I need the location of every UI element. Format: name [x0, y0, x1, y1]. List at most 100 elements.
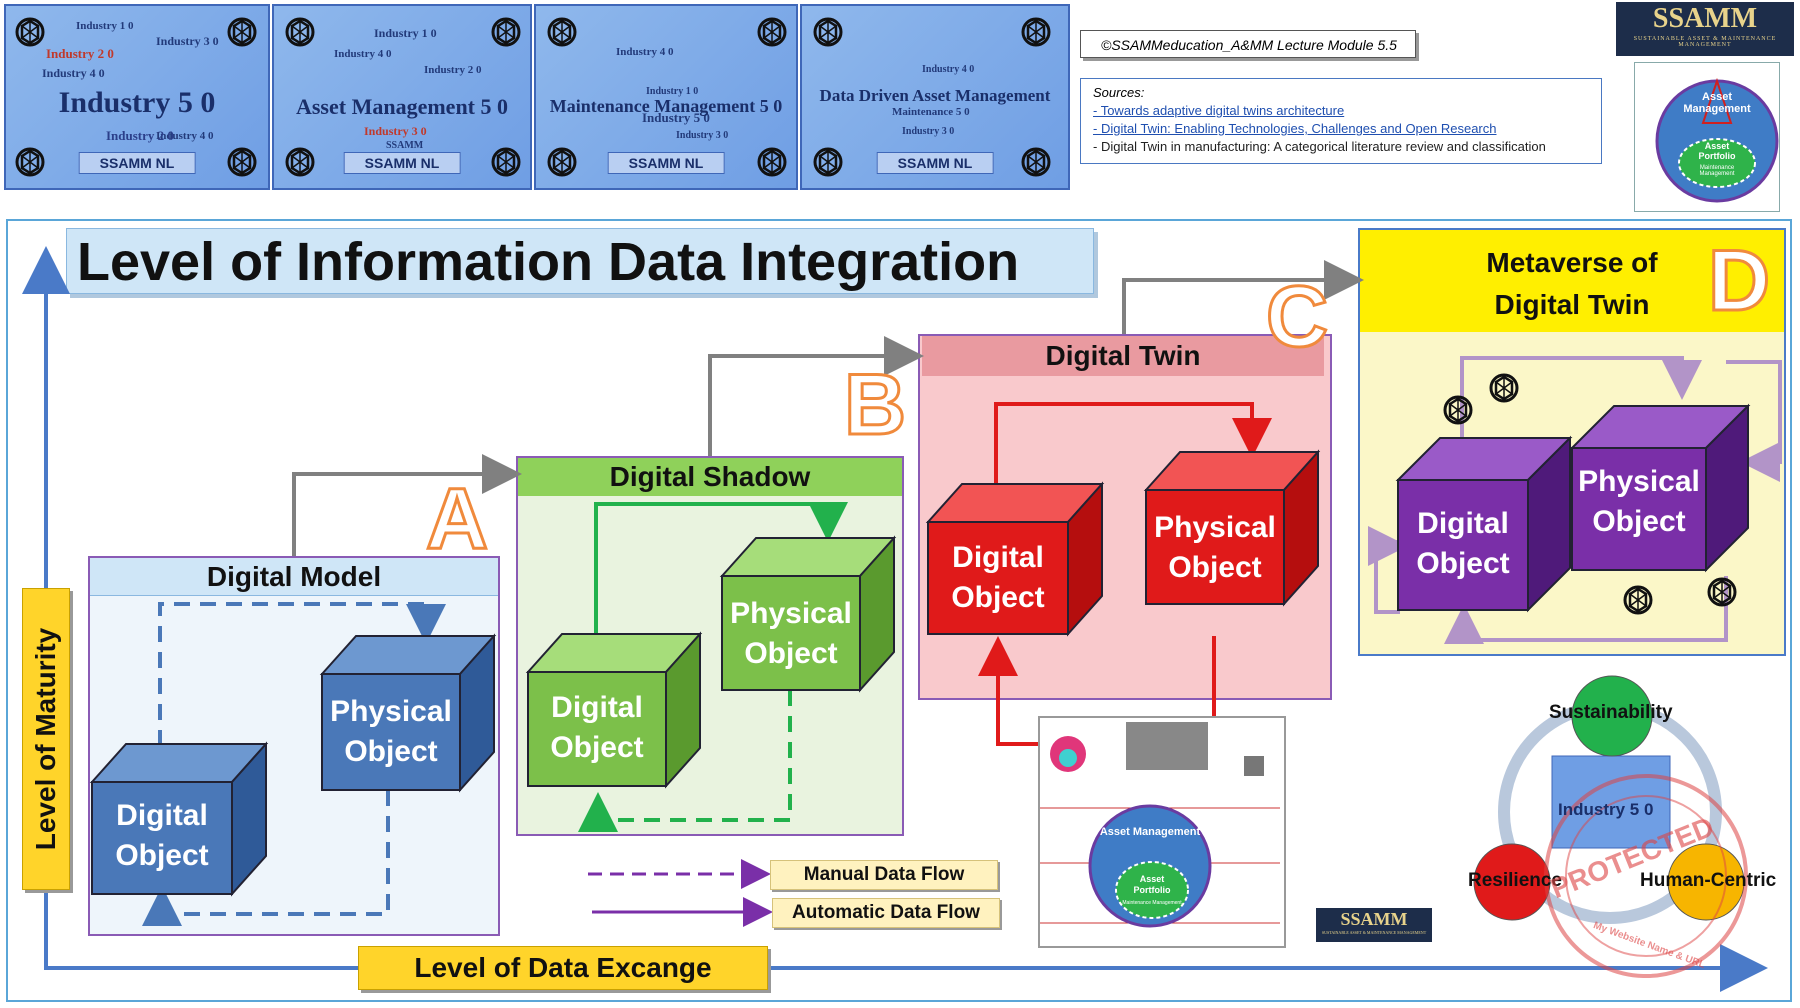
word-cloud-word: Industry 4 0 [42, 66, 105, 80]
word-cloud-word: Industry 4 0 [334, 48, 392, 60]
cube-label-line: Object [1592, 505, 1686, 538]
cube-label-line: Object [1416, 547, 1510, 580]
banner-tag: SSAMM NL [607, 152, 725, 174]
word-cloud-word: Industry 5 0 [642, 110, 710, 125]
word-cloud-word: Industry 3 0 [902, 126, 955, 137]
cube-label-line: Object [115, 839, 209, 872]
source-link[interactable]: - Digital Twin: Enabling Technologies, C… [1093, 121, 1497, 136]
word-cloud-word: Industry 4 0 [922, 64, 975, 75]
word-cloud-word: SSAMM [386, 140, 424, 151]
stage-title-line: Metaverse of [1486, 247, 1658, 278]
stage-a-digital-cube [89, 741, 269, 897]
stage-d-physical-cube [1569, 403, 1751, 573]
legend-manual-flow: Manual Data Flow [770, 860, 998, 890]
stage-title: Metaverse of Digital Twin [1360, 230, 1784, 332]
stage-letter-d: D [1706, 232, 1771, 331]
source-link[interactable]: - Towards adaptive digital twins archite… [1093, 103, 1345, 118]
mini-inner-label: Asset Portfolio [1698, 141, 1736, 161]
industry-5-label: Industry 5 0 [1558, 800, 1654, 819]
legend-lines [588, 859, 773, 927]
word-cloud-word: Industry 2 0 [106, 128, 174, 143]
stage-title: Digital Twin [922, 336, 1324, 376]
cube-label-line: Object [951, 581, 1045, 614]
human-centric-label: Human-Centric [1640, 870, 1777, 891]
mini-diagram-graphic [1655, 77, 1779, 203]
legend-automatic-flow: Automatic Data Flow [772, 898, 1000, 928]
ssamm-logo-small: SSAMM SUSTAINABLE ASSET & MAINTENANCE MA… [1316, 908, 1432, 942]
stage-b-flows [578, 502, 848, 832]
word-cloud-word: Industry 1 0 [76, 20, 134, 32]
mini-inner-sub-label: Maintenance Management [1699, 165, 1735, 177]
stage-b-digital-cube [525, 631, 703, 789]
am-diagram-graphic [1040, 722, 1280, 928]
source-text: - Digital Twin in manufacturing: A categ… [1093, 139, 1546, 154]
word-cloud-word: Industry 3 0 [676, 130, 729, 141]
cube-label-line: Object [344, 735, 438, 768]
word-cloud-word: Maintenance 5 0 [892, 106, 970, 118]
stage-c-physical-cube [1143, 449, 1321, 607]
stage-title-line: Digital Twin [1494, 289, 1650, 320]
mini-asset-diagram: Asset Management Asset Portfolio Mainten… [1634, 62, 1780, 212]
banner-main-text: Industry 5 0 [58, 86, 216, 119]
word-cloud-word: Industry 4 0 [156, 130, 214, 142]
y-axis-label: Level of Maturity [22, 588, 70, 890]
stage-connectors [292, 260, 1364, 556]
human-centric-diagram [1473, 675, 1748, 978]
banner-maintenance-management-5: Industry 1 0 Industry 5 0 Industry 4 0 I… [534, 4, 798, 190]
diagram-title: Level of Information Data Integration [66, 228, 1094, 294]
am-inner-sub-label: Maintenance Management [1122, 900, 1182, 906]
stage-letter-a: A [424, 470, 489, 569]
stage-letter-c: C [1264, 268, 1329, 367]
word-cloud-word: Industry 2 0 [46, 46, 114, 61]
sources-box: Sources: - Towards adaptive digital twin… [1080, 78, 1602, 164]
cube-label-line: Digital [551, 691, 643, 724]
word-cloud-word: Industry 3 0 [364, 124, 427, 138]
stage-a-physical-cube [319, 633, 497, 793]
am-center-label: Asset Management [1099, 826, 1201, 838]
x-axis-label: Level of Data Excange [358, 946, 768, 990]
stage-title: Digital Shadow [518, 458, 902, 496]
word-cloud-word: Industry 3 0 [156, 34, 219, 48]
word-cloud-word: Industry 2 0 [424, 64, 482, 76]
sources-heading: Sources: [1093, 85, 1145, 100]
banner-main-text: Data Driven Asset Management [819, 86, 1051, 105]
cube-label-line: Digital [116, 799, 208, 832]
stage-letter-b: B [842, 356, 907, 455]
word-cloud-word: Industry 4 0 [616, 46, 674, 58]
stage-title: Digital Model [90, 558, 498, 596]
logo-tagline: SUSTAINABLE ASSET & MAINTENANCE MANAGEME… [1321, 930, 1427, 935]
word-cloud-word: Industry 1 0 [646, 86, 699, 97]
banner-tag: SSAMM NL [343, 152, 461, 174]
sustainability-label: Sustainability [1549, 702, 1673, 723]
banner-asset-management-5: Industry 1 0 Industry 4 0 Industry 2 0 I… [272, 4, 532, 190]
cube-label-line: Object [744, 637, 838, 670]
main-frame [6, 219, 1792, 1002]
cube-label-line: Object [1168, 551, 1262, 584]
stage-b-physical-cube [719, 535, 897, 693]
logo-name: SSAMM [1652, 3, 1758, 34]
y-axis-label-text: Level of Maturity [30, 627, 61, 851]
logo-name: SSAMM [1340, 909, 1408, 929]
cube-label-line: Physical [330, 695, 452, 728]
am-inner-label: Asset Portfolio [1133, 874, 1171, 895]
cube-label-line: Digital [952, 541, 1044, 574]
stage-d-digital-cube [1395, 435, 1573, 613]
logo-tagline: SUSTAINABLE ASSET & MAINTENANCE MANAGEME… [1633, 36, 1777, 48]
word-cloud-word: Industry 1 0 [374, 26, 437, 40]
cube-label-line: Physical [730, 597, 852, 630]
banner-data-driven-asset-management: Maintenance 5 0 Industry 4 0 Industry 3 … [800, 4, 1070, 190]
banner-main-text: Maintenance Management 5 0 [549, 96, 783, 116]
banner-industry-5: Industry 1 0 Industry 2 0 Industry 3 0 I… [4, 4, 270, 190]
ssamm-logo: SSAMM SUSTAINABLE ASSET & MAINTENANCE MA… [1616, 2, 1794, 56]
cube-label-line: Physical [1154, 511, 1276, 544]
cube-label-line: Physical [1578, 465, 1700, 498]
